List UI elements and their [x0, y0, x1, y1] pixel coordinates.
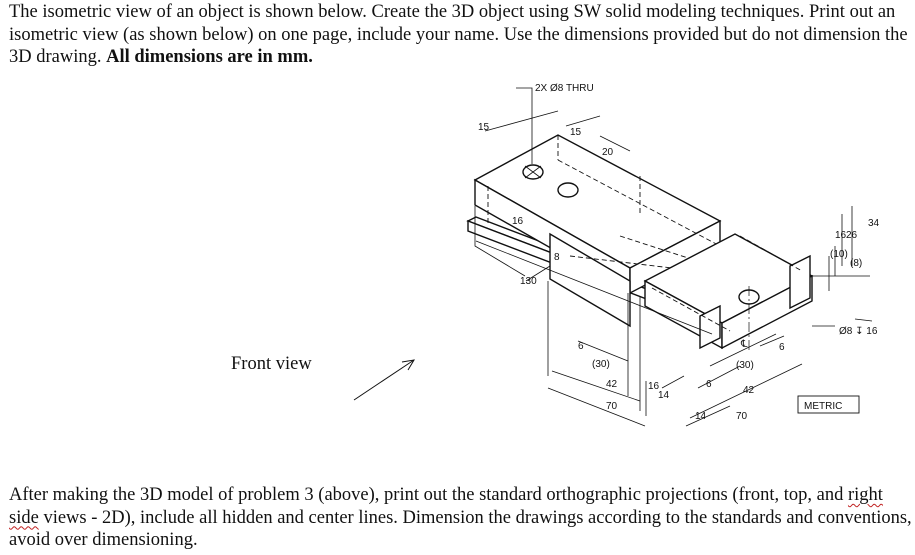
- dim-42-b: 42: [743, 385, 755, 396]
- dim-14-b: 14: [695, 411, 707, 422]
- right-block: [643, 233, 814, 350]
- dim-14-a: 14: [658, 390, 670, 401]
- metric-label: METRIC: [804, 401, 842, 412]
- hole-right: [738, 286, 760, 351]
- instructions-units-note: All dimensions are in mm.: [106, 47, 313, 67]
- dim-30-a: (30): [592, 359, 610, 370]
- dim-20: 20: [602, 147, 614, 158]
- hole-callout: Ø8 ↧ 16: [839, 326, 878, 337]
- dim-16-left: 16: [512, 216, 524, 227]
- dim-8: 8: [554, 252, 560, 263]
- dim-70-b: 70: [736, 411, 748, 422]
- dim-10: (10): [830, 249, 848, 260]
- note-holes: 2X Ø8 THRU: [535, 83, 594, 94]
- dim-42-a: 42: [606, 379, 618, 390]
- dim-70-a: 70: [606, 401, 618, 412]
- assignment-instructions: The isometric view of an object is shown…: [9, 1, 914, 69]
- right-side-spellcheck-underline: right side: [9, 485, 883, 528]
- dim-6-c: 6: [779, 342, 785, 353]
- hole-middle: [557, 182, 579, 198]
- centerline-symbol: ℄: [740, 339, 748, 350]
- dim-130: 130: [520, 276, 537, 287]
- dim-16-right: 16: [835, 230, 847, 241]
- dim-6-b: 6: [706, 379, 712, 390]
- front-view-label: Front view: [231, 354, 312, 374]
- dim-34: 34: [868, 218, 880, 229]
- metric-box: [797, 395, 860, 414]
- dim-26: 26: [846, 230, 858, 241]
- outro-text-1: After making the 3D model of problem 3 (…: [9, 485, 848, 505]
- dim-15-right: 15: [570, 127, 582, 138]
- dim-6-a: 6: [578, 341, 584, 352]
- dim-30-b: (30): [736, 360, 754, 371]
- dim-8-right: (8): [850, 258, 862, 269]
- dim-16-b: 16: [648, 381, 660, 392]
- dim-15-left: 15: [478, 122, 490, 133]
- instructions-text: The isometric view of an object is shown…: [9, 2, 908, 67]
- outro-text-2: views - 2D), include all hidden and cent…: [9, 507, 912, 551]
- front-view-arrow: [353, 359, 415, 401]
- follow-up-instructions: After making the 3D model of problem 3 (…: [9, 484, 914, 552]
- hole-left: [522, 164, 544, 180]
- dimension-lines: [474, 87, 873, 427]
- isometric-drawing: 2X Ø8 THRU 15 15 20 16 8 130 6 (30) 42 7…: [466, 83, 880, 427]
